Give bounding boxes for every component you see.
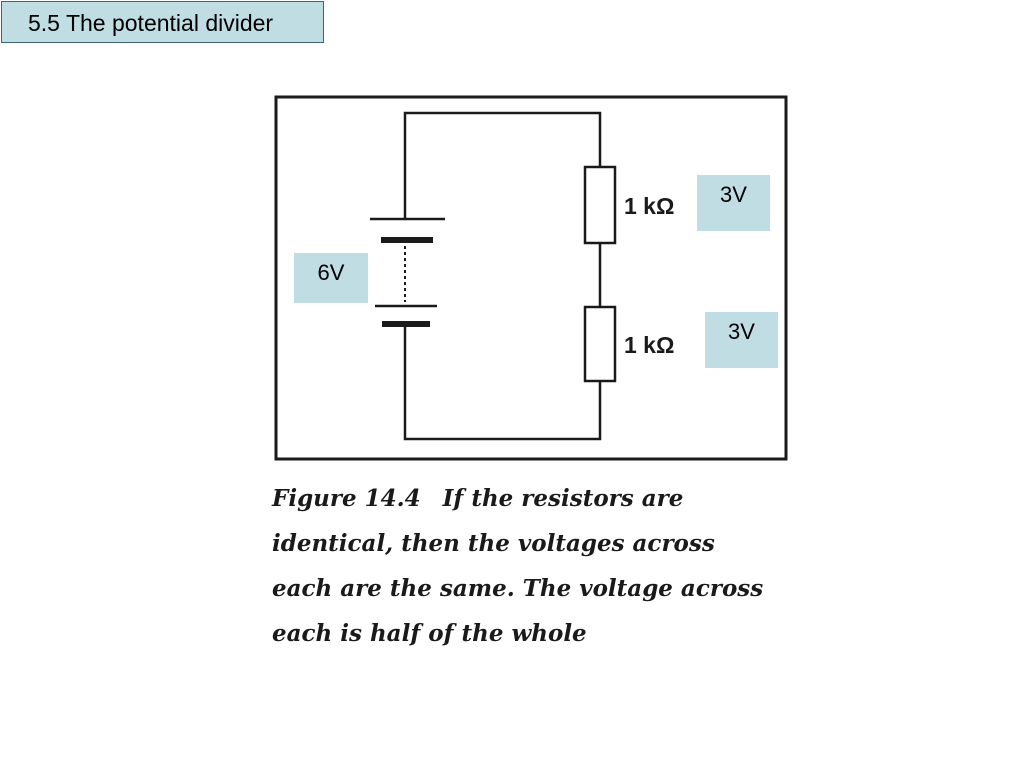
circuit-wires: [403, 111, 602, 441]
caption-line-4: each is half of the whole: [272, 620, 587, 647]
top-voltage-label: 3V: [697, 175, 770, 231]
resistor-bottom-label: 1 kΩ: [624, 332, 674, 358]
figure-caption: Figure 14.4 If the resistors are identica…: [272, 476, 812, 656]
cell-voltage-label: 6V: [294, 253, 368, 303]
figure-number: Figure 14.4: [272, 485, 421, 512]
bottom-voltage-label: 3V: [705, 312, 778, 368]
resistor-top-label: 1 kΩ: [624, 193, 674, 219]
resistor-top: [583, 165, 617, 245]
caption-line-1: If the resistors are: [442, 485, 684, 512]
caption-line-2: identical, then the voltages across: [272, 530, 715, 557]
caption-line-3: each are the same. The voltage across: [272, 575, 764, 602]
slide-title: 5.5 The potential divider: [1, 1, 324, 43]
battery-cell: [370, 217, 445, 327]
figure-frame: [274, 95, 788, 461]
resistor-bottom: [583, 305, 617, 383]
